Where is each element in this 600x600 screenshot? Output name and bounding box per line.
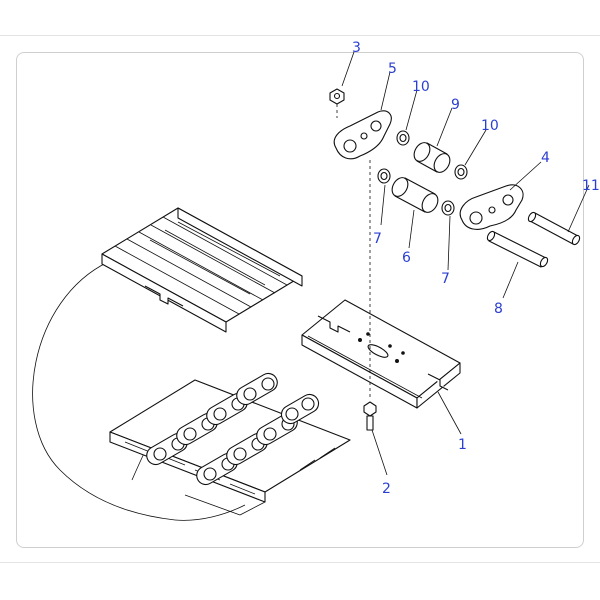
callout-1: 1 <box>458 437 467 453</box>
callout-4: 4 <box>541 150 550 166</box>
part-11-pin <box>527 211 581 246</box>
part-10-seal-upper <box>396 130 410 146</box>
part-3-nut <box>329 88 345 105</box>
top-divider <box>0 35 600 36</box>
callout-3: 3 <box>352 40 361 56</box>
callout-7-left: 7 <box>373 231 382 247</box>
part-1-shoe <box>301 299 461 409</box>
assembly-guide-lines <box>336 104 371 400</box>
part-8-pin <box>486 230 549 268</box>
track-links <box>146 372 320 486</box>
part-5-link <box>333 110 392 160</box>
part-4-link <box>459 184 524 230</box>
part-2-bolt <box>363 401 377 431</box>
callout-9: 9 <box>451 97 460 113</box>
part-6-bushing <box>391 177 439 213</box>
part-9-bushing <box>413 142 451 173</box>
callout-10-upper: 10 <box>412 79 430 95</box>
top-track-shoes <box>101 207 303 333</box>
callout-leaders <box>341 51 590 476</box>
part-10-seal-right <box>454 164 468 180</box>
callout-8: 8 <box>494 301 503 317</box>
part-7-seal-left <box>377 168 391 184</box>
callout-labels: 3 5 10 9 10 4 11 7 6 7 8 1 2 <box>352 40 600 497</box>
bottom-divider <box>0 562 600 563</box>
assembled-track <box>32 207 351 521</box>
callout-7-right: 7 <box>441 271 450 287</box>
part-7-seal-right <box>441 200 455 216</box>
callout-2: 2 <box>382 481 391 497</box>
callout-10-right: 10 <box>481 118 499 134</box>
callout-6: 6 <box>402 250 411 266</box>
callout-5: 5 <box>388 61 397 77</box>
callout-11: 11 <box>582 178 600 194</box>
